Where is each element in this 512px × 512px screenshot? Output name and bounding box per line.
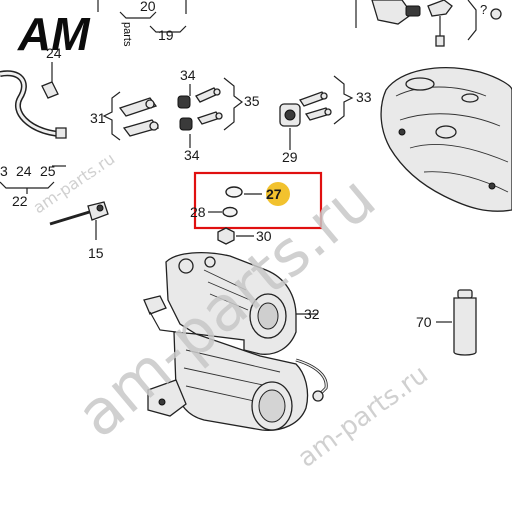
callout-34-bottom: 34 [184, 147, 200, 163]
highlight-box [193, 171, 323, 230]
callout-35: 35 [244, 93, 260, 109]
seal-28 [208, 206, 238, 218]
bracket-35 [189, 77, 243, 148]
highlight-badge [266, 182, 290, 206]
svg-text:am-parts.ru: am-parts.ru [292, 359, 433, 473]
sensor-lower [122, 111, 223, 137]
callout-70: 70 [416, 314, 432, 330]
callout-28: 28 [190, 204, 206, 220]
bracket-31 [102, 91, 121, 141]
callout-20: 20 [140, 0, 156, 14]
am-parts-logo: AM parts [17, 8, 133, 60]
callout-31: 31 [90, 110, 106, 126]
seal-27 [225, 186, 262, 198]
bracket-group-19 [97, 0, 187, 33]
callout-27: 27 [266, 186, 282, 202]
callout-3: 3 [0, 163, 8, 179]
top-right-assembly: ? [355, 0, 502, 47]
callout-33: 33 [356, 89, 372, 105]
sensor-upper [118, 87, 221, 117]
bracket-15 [49, 201, 109, 240]
callout-34-top: 34 [180, 67, 196, 83]
callout-22: 22 [12, 193, 28, 209]
callout-19: 19 [158, 27, 174, 43]
hose-24 [0, 70, 67, 139]
clamp-29 [279, 103, 301, 127]
svg-text:parts: parts [121, 22, 133, 47]
sensor-33 [299, 91, 332, 121]
callout-24-mid: 24 [16, 163, 32, 179]
bracket-22 [0, 181, 55, 189]
callout-15: 15 [88, 245, 104, 261]
svg-text:AM: AM [17, 8, 91, 60]
callout-30: 30 [256, 228, 272, 244]
callout-29: 29 [282, 149, 298, 165]
callout-24-top: 24 [46, 45, 62, 61]
callout-25: 25 [40, 163, 56, 179]
bracket-33 [289, 75, 354, 150]
bottle-70 [436, 289, 477, 356]
dpf-32 [143, 252, 328, 431]
callout-32: 32 [304, 306, 320, 322]
nut-30 [217, 227, 254, 245]
heat-shield [380, 67, 512, 212]
svg-text:?: ? [480, 2, 487, 17]
